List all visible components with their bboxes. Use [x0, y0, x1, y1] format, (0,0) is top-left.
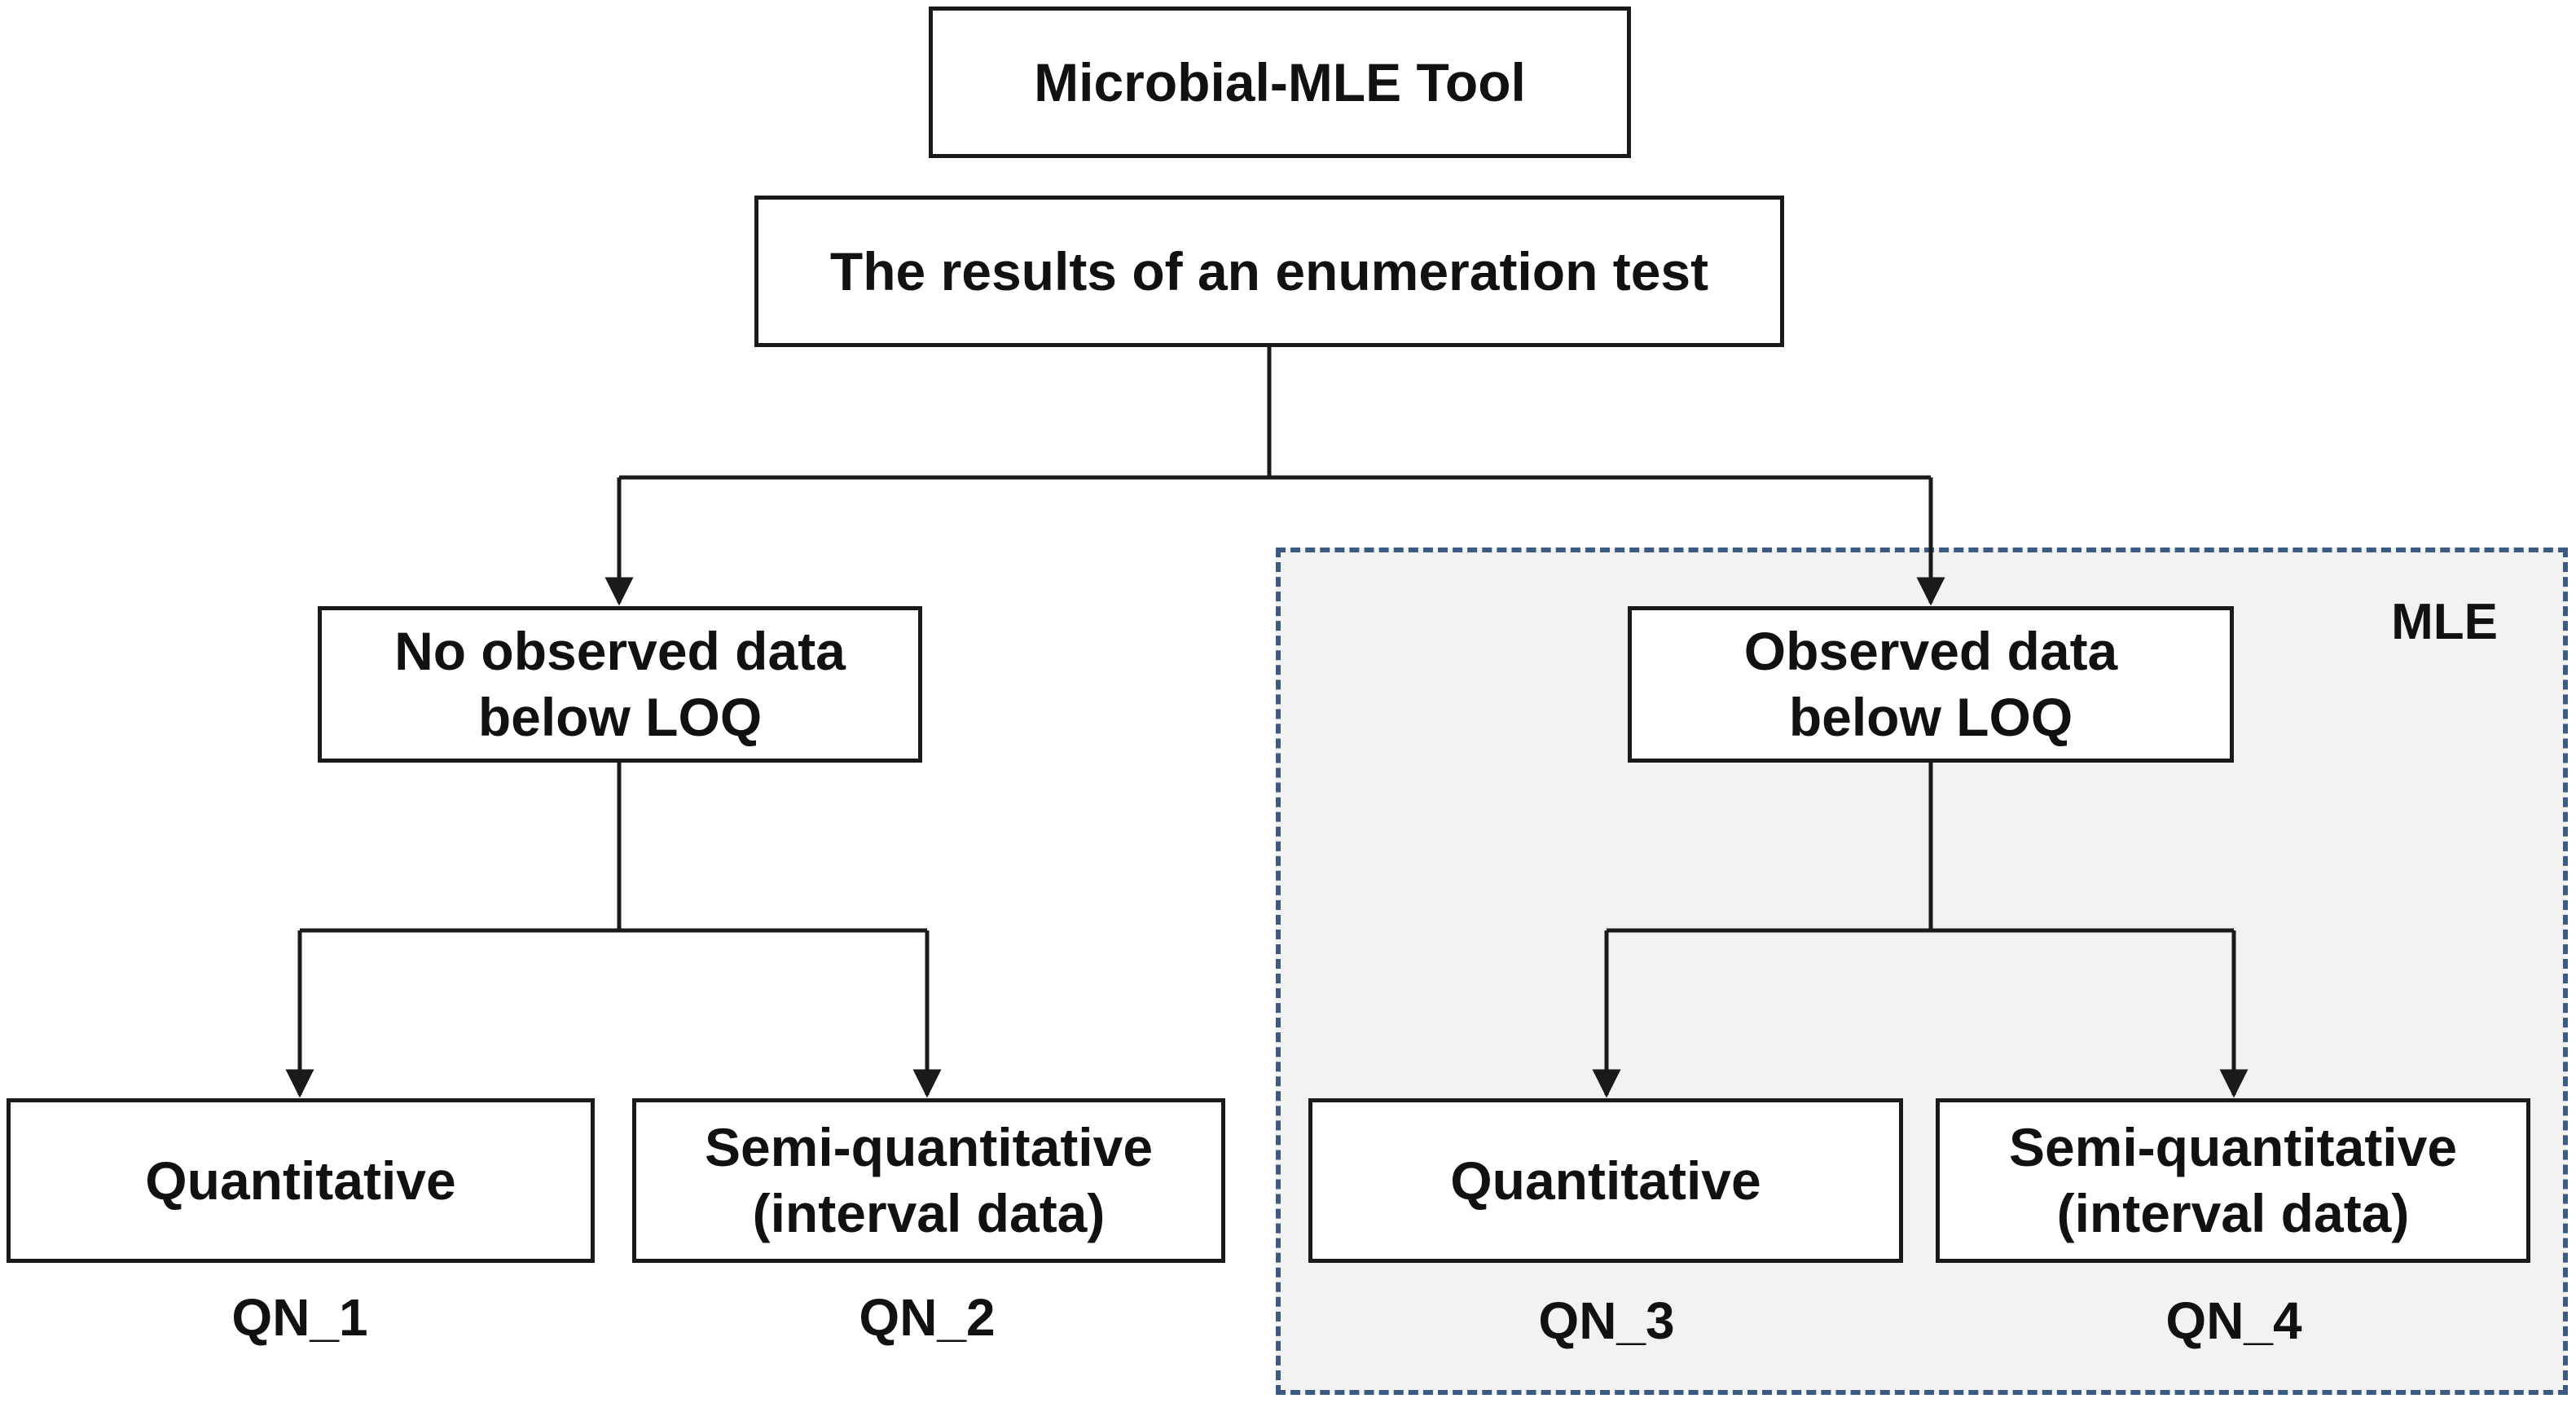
- quantitative-node-qn1: Quantitative: [7, 1098, 595, 1263]
- no-observed-data-node: No observed data below LOQ: [318, 606, 922, 763]
- semi-quantitative-node-qn2: Semi-quantitative (interval data): [632, 1098, 1225, 1263]
- observed-data-node: Observed data below LOQ: [1628, 606, 2234, 763]
- quantitative-node-qn3: Quantitative: [1308, 1098, 1903, 1263]
- title-node: Microbial-MLE Tool: [929, 7, 1631, 158]
- qn2-code: QN_2: [859, 1288, 996, 1347]
- root-node: The results of an enumeration test: [754, 196, 1784, 347]
- semi-quantitative-node-qn4: Semi-quantitative (interval data): [1936, 1098, 2530, 1263]
- mle-region-label: MLE: [2391, 594, 2498, 650]
- qn4-code: QN_4: [2165, 1291, 2302, 1350]
- qn1-code: QN_1: [231, 1288, 368, 1347]
- qn3-code: QN_3: [1538, 1291, 1675, 1350]
